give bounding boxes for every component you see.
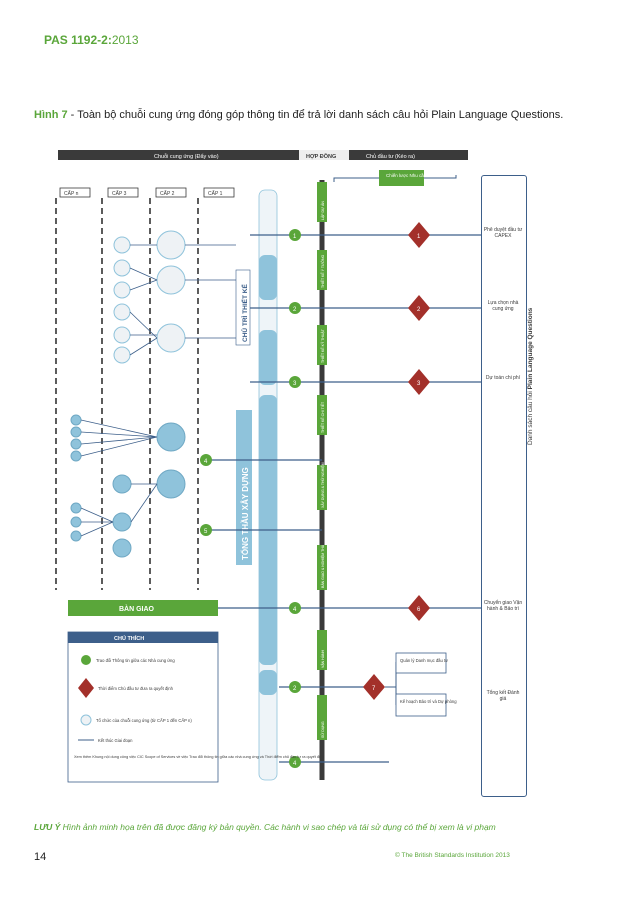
- contractor-label: TỔNG THẦU XÂY DỰNG: [240, 467, 250, 560]
- phase-2: THIẾT KẾ KỸ THUẬT: [320, 328, 325, 363]
- figure-caption-text: - Toàn bộ chuỗi cung ứng đóng góp thông …: [67, 109, 564, 121]
- legend-item-1: Trao đổi Thông tin giữa các Nhà cung ứng: [96, 658, 175, 663]
- maintenance-box: [395, 693, 447, 717]
- phase-1: THIẾT KẾ Ý TƯỞNG: [320, 254, 325, 288]
- note-label: LƯU Ý: [34, 822, 61, 832]
- tier-dividers: [55, 198, 199, 590]
- phase-3: THIẾT KẾ CHI TIẾT: [320, 401, 325, 433]
- tier-2-label: CẤP 2: [160, 190, 175, 197]
- decision-diamond-icon: [408, 369, 430, 395]
- figure-number: Hình 7: [34, 109, 68, 121]
- strategy-box: [379, 170, 424, 186]
- handover-label: BÀN GIAO: [119, 604, 155, 613]
- design-lead-label: CHỦ TRÌ THIẾT KẾ: [239, 284, 249, 342]
- exchange-arrows: [194, 234, 481, 763]
- legend-item-2: Thời điểm Chủ đầu tư đưa ra quyết định: [98, 686, 174, 691]
- decision-3: 6: [417, 607, 421, 613]
- decision-1: 2: [417, 307, 421, 313]
- exchange-2: 3: [293, 381, 297, 387]
- plq-line2: Plain Language Questions: [527, 307, 534, 390]
- portfolio-box: [395, 652, 447, 674]
- tier-headers: CẤP n CẤP 3 CẤP 2 CẤP 1: [59, 187, 235, 198]
- legend-title: CHÚ THÍCH: [114, 634, 144, 642]
- right-item-supplier: Lựa chọn nhà cung ứng: [487, 300, 519, 312]
- standard-code: PAS 1192-2:: [44, 33, 112, 47]
- plq-label: Danh sách câu hỏi Plain Language Questio…: [527, 295, 534, 445]
- note-text: Hình ảnh minh họa trên đã được đăng ký b…: [60, 822, 496, 832]
- top-bar-left: Chuỗi cung ứng (Đẩy vào): [154, 153, 219, 160]
- top-bar-right: Chủ đầu tư (Kéo ra): [366, 153, 415, 160]
- legend-exchange-icon: [81, 655, 91, 665]
- legend: CHÚ THÍCH Trao đổi Thông tin giữa các Nh…: [67, 631, 324, 783]
- decision-diamond-icon: [363, 674, 385, 700]
- tier-1-label: CẤP 1: [208, 190, 223, 197]
- exchange-0: 1: [293, 234, 297, 240]
- phase-4: XÂY DỰNG & THỬ NGHIỆM: [320, 462, 325, 508]
- maintenance-label: Kế hoạch Bảo trì và Dự phòng: [400, 699, 457, 704]
- supply-chain-diagram: Chuỗi cung ứng (Đẩy vào) HỢP ĐỒNG Chủ đầ…: [55, 150, 481, 783]
- standard-year: 2013: [111, 33, 139, 47]
- legend-item-5: Xem thêm Khung nội dung công việc CIC Sc…: [74, 755, 324, 759]
- decision-diamond-icon: [408, 222, 430, 248]
- footer-copyright: © The British Standards Institution 2013: [395, 852, 510, 859]
- right-items-panel: [481, 175, 527, 797]
- exchange-marker-icon: [289, 602, 301, 614]
- exchange-marker-icon: [289, 376, 301, 388]
- right-item-review: Tổng kết Đánh giá: [486, 690, 520, 702]
- exchange-5: 4: [293, 607, 297, 613]
- right-item-operation: Chuyển giao Vận hành & Bảo trì: [483, 600, 523, 612]
- decision-diamond-icon: [408, 595, 430, 621]
- organisation-circles: [113, 230, 186, 364]
- exchange-marker-icon: [289, 302, 301, 314]
- mid-box-connector: [385, 662, 397, 705]
- legend-item-4: Kết thúc Giai đoạn: [98, 738, 133, 743]
- contract-tab: [299, 150, 349, 160]
- exchange-marker-icon: [289, 229, 301, 241]
- exchange-3: 4: [204, 459, 208, 465]
- decision-2: 3: [417, 381, 421, 387]
- phase-7: SỬ DỤNG: [320, 721, 325, 738]
- exchange-marker-icon: [289, 681, 301, 693]
- strategy-label: Chiến lược Nhu cầu: [386, 173, 427, 178]
- tier-n-label: CẤP n: [64, 190, 79, 197]
- page-number: 14: [34, 851, 47, 863]
- exchange-1: 2: [293, 307, 297, 313]
- page-header: PAS 1192-2:2013: [44, 33, 139, 47]
- exchange-markers: 1 2 3 4 5 4 2 4: [200, 229, 301, 768]
- decision-markers: 1 2 3 6 7: [363, 222, 430, 700]
- plq-line1: Danh sách câu hỏi: [527, 391, 534, 445]
- portfolio-label: Quản lý Danh mục đầu tư: [400, 658, 448, 663]
- contractor-circles: [70, 414, 186, 558]
- strategy-connector: [333, 175, 457, 182]
- phase-0: LẬP DỰ ÁN: [321, 201, 325, 220]
- exchange-7: 4: [293, 761, 297, 767]
- exchange-marker-icon: [289, 756, 301, 768]
- copyright-note: LƯU Ý Hình ảnh minh họa trên đã được đăn…: [34, 822, 614, 832]
- top-bar: [58, 150, 468, 160]
- decision-0: 1: [417, 234, 421, 240]
- right-item-capex: Phê duyệt đầu tư CAPEX: [483, 227, 523, 239]
- legend-organisation-icon: [80, 714, 92, 726]
- exchange-4: 5: [204, 529, 208, 535]
- exchange-6: 2: [293, 686, 297, 692]
- top-bar-middle: HỢP ĐỒNG: [306, 153, 336, 160]
- decision-4: 7: [372, 686, 376, 692]
- phase-blocks: [317, 182, 327, 740]
- connection-lines: [80, 244, 236, 537]
- handover-bar: [68, 600, 218, 616]
- decision-diamond-icon: [408, 295, 430, 321]
- tier-3-label: CẤP 3: [112, 190, 127, 197]
- exchange-marker-icon: [200, 524, 212, 536]
- right-item-cost: Dự toán chi phí: [485, 375, 521, 381]
- phase-5: BÀN GIAO & NGHIỆM THU: [320, 544, 325, 588]
- legend-decision-icon: [78, 678, 94, 698]
- figure-caption: Hình 7 - Toàn bộ chuỗi cung ứng đóng góp…: [34, 108, 594, 123]
- phase-labels: LẬP DỰ ÁN THIẾT KẾ Ý TƯỞNG THIẾT KẾ KỸ T…: [320, 201, 325, 738]
- contractor-box: [236, 410, 252, 565]
- phase-6: VẬN HÀNH: [321, 649, 325, 668]
- legend-item-3: Tổ chức của chuỗi cung ứng (từ CẤP 1 đến…: [96, 718, 192, 723]
- exchange-marker-icon: [200, 454, 212, 466]
